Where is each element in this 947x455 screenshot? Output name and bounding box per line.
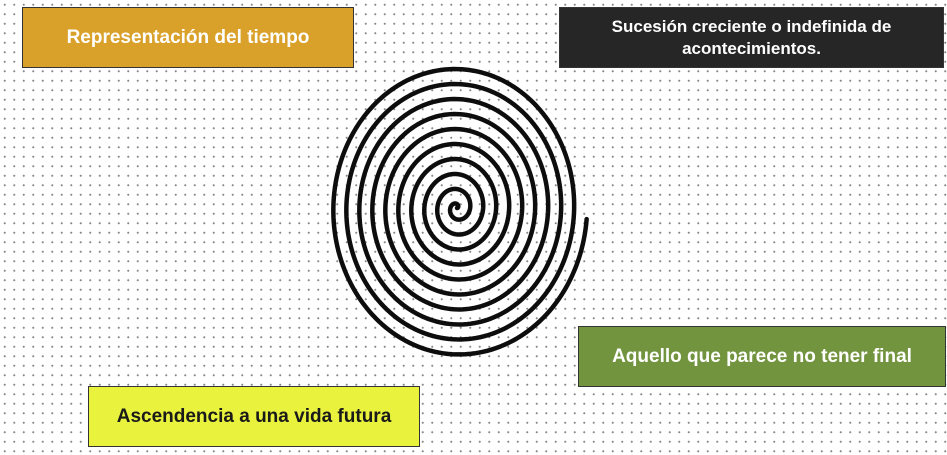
card-sin-final-text: Aquello que parece no tener final (612, 345, 912, 367)
card-sucesion-text: Sucesión creciente o indefinida de acont… (611, 17, 892, 58)
card-sucesion: Sucesión creciente o indefinida de acont… (559, 7, 944, 68)
spiral-curve (331, 66, 589, 357)
card-representacion-tiempo: Representación del tiempo (22, 7, 354, 68)
card-sin-final: Aquello que parece no tener final (578, 326, 946, 387)
card-representacion-tiempo-text: Representación del tiempo (66, 26, 310, 48)
card-ascendencia: Ascendencia a una vida futura (88, 386, 420, 447)
card-ascendencia-text: Ascendencia a una vida futura (116, 405, 392, 427)
